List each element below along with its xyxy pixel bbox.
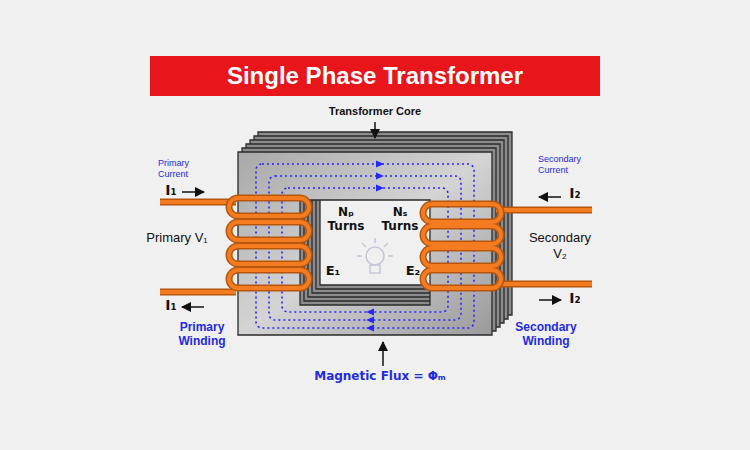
core-pointer: [374, 122, 376, 138]
current-symbol: I₁: [160, 297, 182, 314]
title-banner: [150, 56, 600, 96]
core-laminations: [238, 132, 512, 335]
coil-turn-outline: [423, 204, 501, 222]
emf-symbol: E₁: [322, 263, 344, 279]
bulb-base: [370, 265, 380, 273]
emf-symbol: E₂: [402, 263, 424, 279]
turns-label: Nₛ Turns: [376, 205, 424, 234]
current-label: Primary Current: [158, 158, 218, 180]
coil-turn-outline: [423, 270, 501, 288]
current-symbol: I₁: [160, 182, 182, 199]
coil-turn: [423, 226, 501, 244]
secondary-lead: [496, 208, 592, 212]
flux-arrowhead: [366, 325, 374, 332]
winding-leads: [160, 202, 592, 292]
bulb-ray: [362, 243, 366, 247]
coil-turn-outline: [229, 222, 309, 240]
current-label: Secondary Current: [538, 154, 598, 176]
coil-turn-outline: [229, 198, 309, 216]
primary-lead: [160, 199, 236, 206]
turns-label: Nₚ Turns: [321, 205, 371, 234]
core-label: Transformer Core: [300, 105, 450, 118]
current-arrow: [539, 196, 561, 198]
pointer-arrows: [182, 122, 561, 366]
secondary-lead: [496, 281, 592, 288]
voltage-label: Primary V₁: [146, 230, 208, 246]
coil-turn: [423, 270, 501, 288]
coil-turn-outline: [229, 246, 309, 264]
bulb-ray: [374, 238, 376, 243]
coil-turn: [229, 246, 309, 264]
flux-arrowhead: [366, 309, 374, 316]
bulb-ray: [357, 255, 362, 257]
secondary-lead: [496, 207, 592, 214]
coil-turn: [229, 270, 309, 288]
current-symbol: I₂: [564, 290, 586, 307]
bulb-ray: [388, 255, 393, 257]
coil-turn: [423, 248, 501, 266]
coil-turn-outline: [229, 270, 309, 288]
current-arrow: [182, 191, 204, 193]
title: Single Phase Transformer: [150, 56, 600, 96]
bulb-glass: [366, 247, 384, 265]
flux-label: Magnetic Flux = Φₘ: [290, 369, 470, 383]
windings: [229, 198, 501, 288]
flux-arrowhead: [376, 185, 384, 192]
coil-turn-outline: [423, 248, 501, 266]
coil-turn: [423, 204, 501, 222]
current-arrow: [182, 306, 204, 308]
flux-arrowhead: [376, 161, 384, 168]
winding-label: Secondary Winding: [506, 320, 586, 349]
flux-arrowhead: [366, 317, 374, 324]
bulb-icon: [357, 238, 393, 273]
current-arrow: [539, 299, 561, 301]
flux-arrowhead: [376, 173, 384, 180]
bulb-ray: [384, 243, 388, 247]
primary-lead: [160, 290, 236, 294]
coil-turn: [229, 222, 309, 240]
coil-turn-outline: [423, 226, 501, 244]
primary-lead: [160, 200, 236, 204]
current-symbol: I₂: [564, 185, 586, 202]
secondary-lead: [496, 282, 592, 286]
primary-lead: [160, 289, 236, 296]
winding-label: Primary Winding: [170, 320, 234, 349]
coil-turn: [229, 198, 309, 216]
voltage-label: Secondary V₂: [522, 230, 598, 261]
flux-pointer: [382, 342, 384, 366]
